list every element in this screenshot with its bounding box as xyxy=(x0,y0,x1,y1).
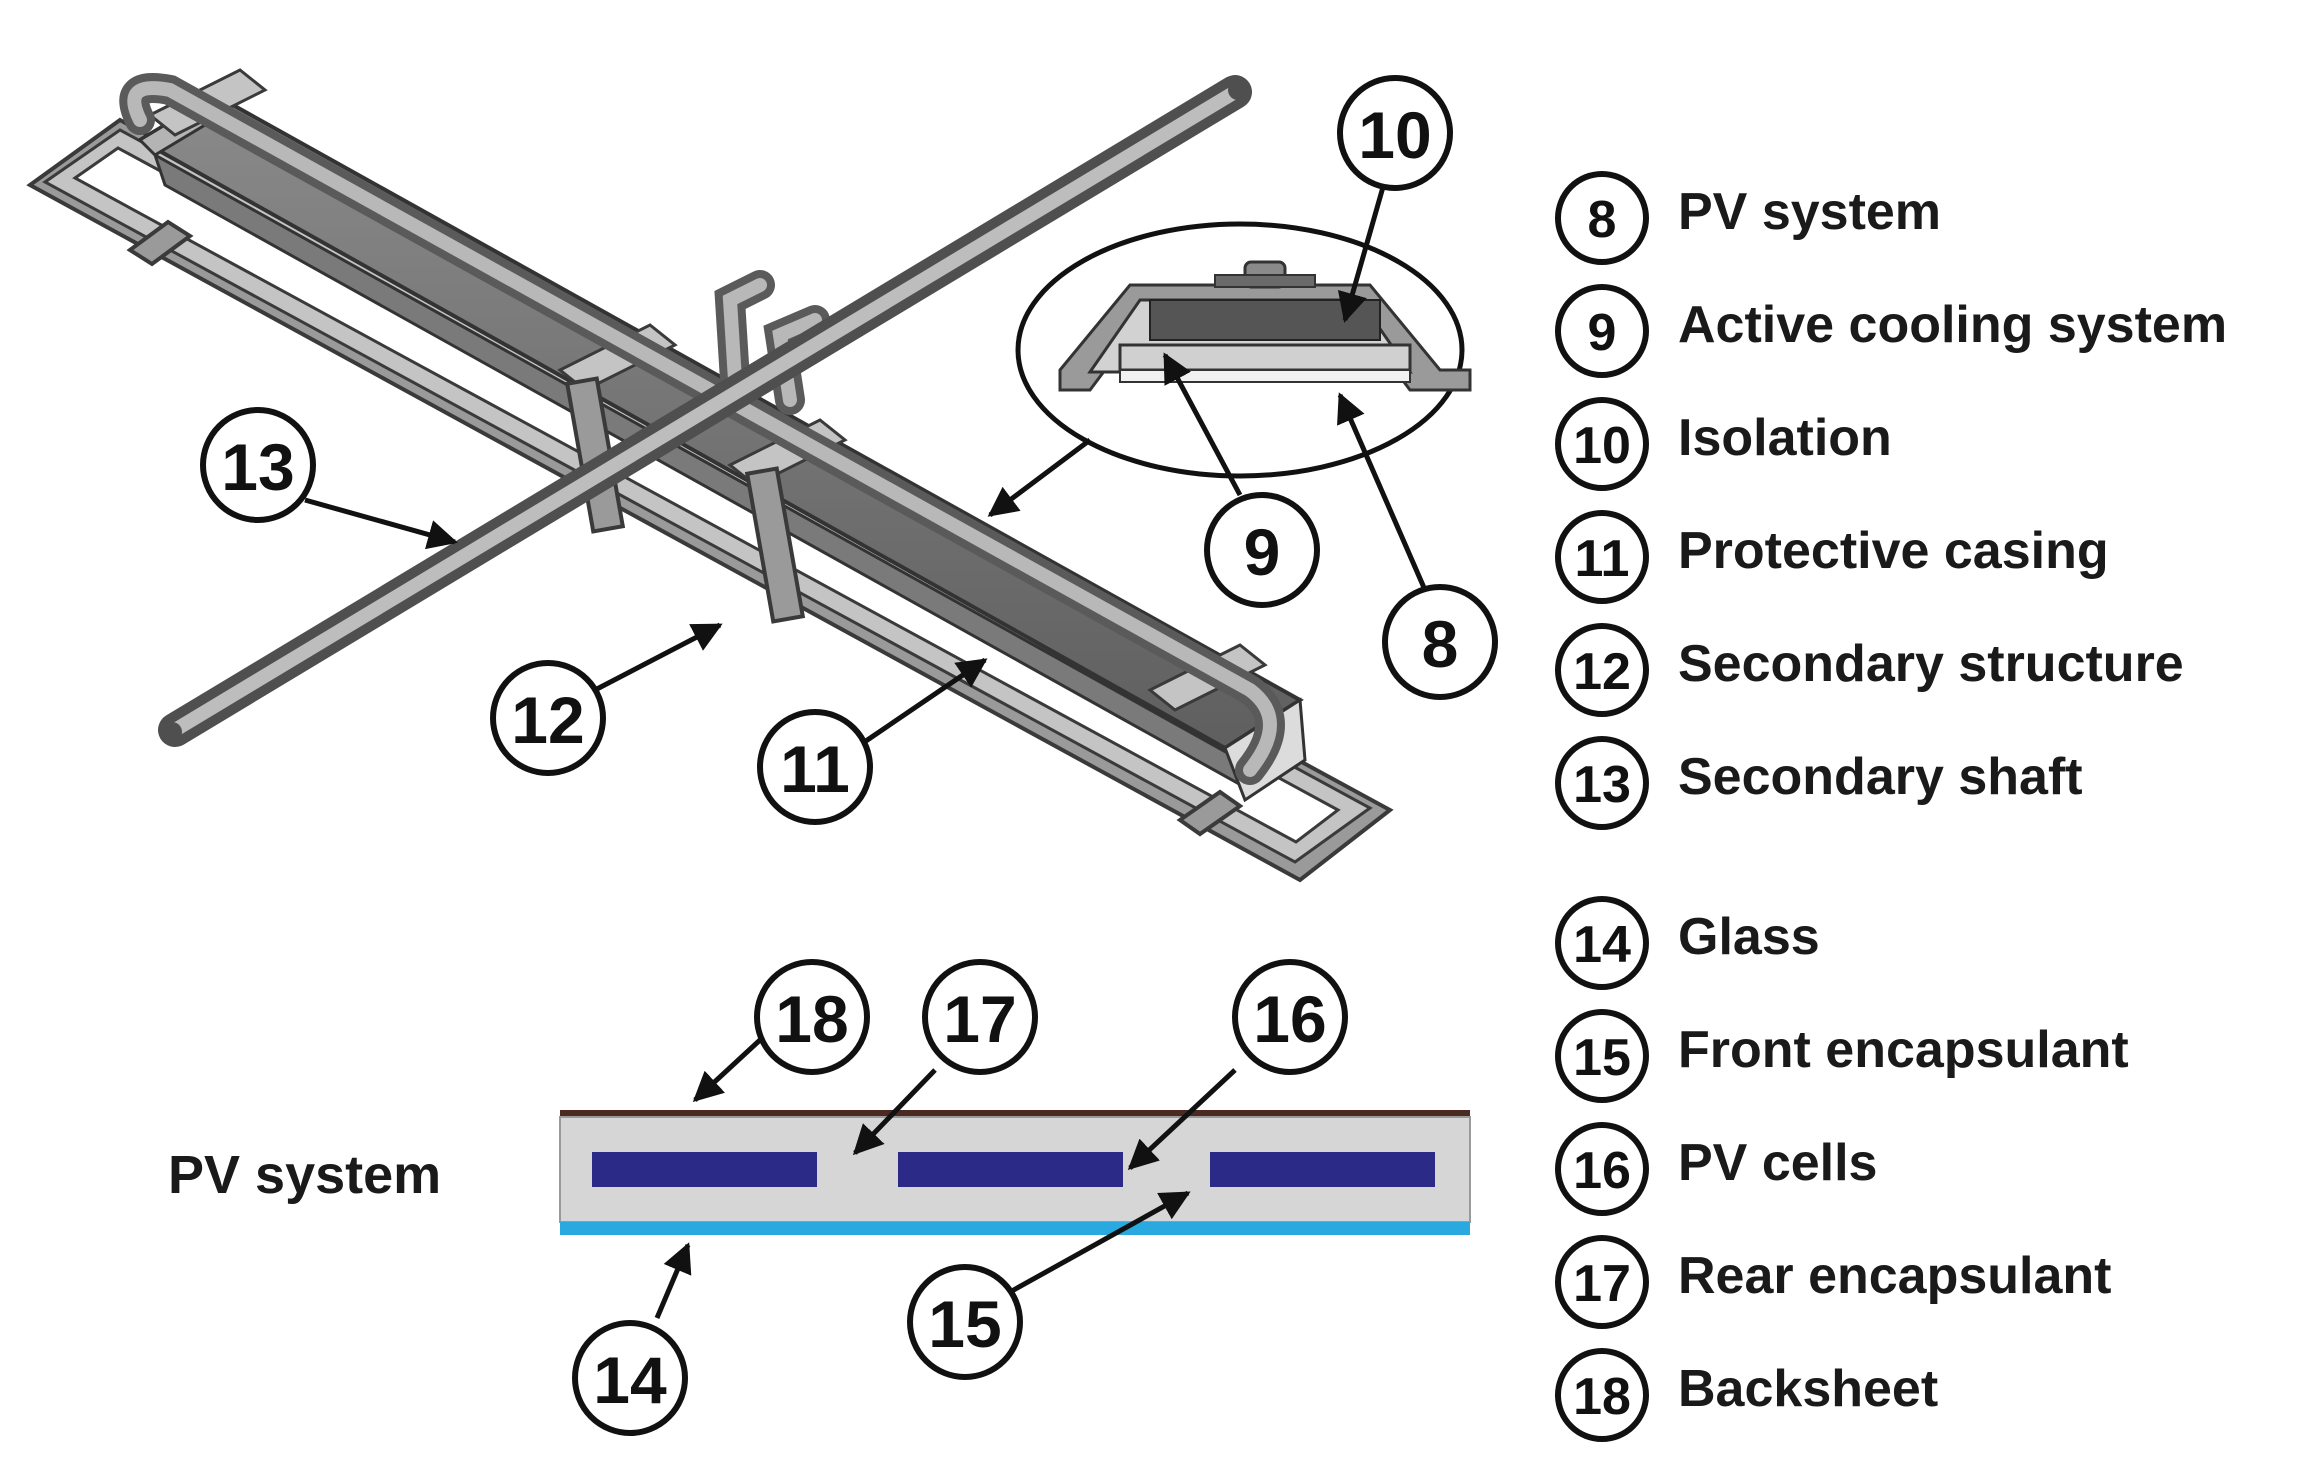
svg-text:15: 15 xyxy=(928,1287,1001,1361)
legend-label: Secondary structure xyxy=(1678,635,2184,693)
legend-entry: 9 Active cooling system xyxy=(1555,284,2227,378)
legend-label: Active cooling system xyxy=(1678,296,2227,354)
legend-label: Rear encapsulant xyxy=(1678,1247,2112,1305)
callout-11: 11 xyxy=(757,709,873,825)
svg-text:11: 11 xyxy=(780,732,850,806)
legend-label: Backsheet xyxy=(1678,1360,1938,1418)
glass-layer xyxy=(560,1222,1470,1235)
svg-text:18: 18 xyxy=(775,982,848,1056)
arrow-detail xyxy=(987,438,1092,517)
pv-system-label: PV system xyxy=(168,1145,441,1205)
legend-number-circle xyxy=(1555,284,1649,378)
legend-number: 12 xyxy=(1573,643,1631,701)
svg-text:9: 9 xyxy=(1244,515,1281,589)
legend-entry: 16 PV cells xyxy=(1555,1122,1877,1216)
arrow-12 xyxy=(593,622,723,693)
arrow-15 xyxy=(1008,1190,1191,1295)
arrow-10 xyxy=(1337,179,1388,323)
secondary-structure-frame xyxy=(26,117,1394,883)
svg-text:16: 16 xyxy=(1253,982,1326,1056)
callout-18: 18 xyxy=(754,959,870,1075)
legend-label: Glass xyxy=(1678,908,1820,966)
svg-text:13: 13 xyxy=(221,430,294,504)
legend-number-circle xyxy=(1555,397,1649,491)
backsheet-layer xyxy=(560,1110,1470,1117)
legend-number: 14 xyxy=(1573,916,1631,974)
legend-entry: 8 PV system xyxy=(1555,171,1941,265)
assembly-3d xyxy=(26,68,1394,883)
callout-13: 13 xyxy=(200,407,316,523)
arrow-9 xyxy=(1162,352,1243,497)
legend-entry: 12 Secondary structure xyxy=(1555,623,2184,717)
legend-number-circle xyxy=(1555,510,1649,604)
legend-number-circle xyxy=(1555,1235,1649,1329)
legend-entry: 13 Secondary shaft xyxy=(1555,736,2083,830)
legend-top: 8 PV system 9 Active cooling system 10 Isolat… xyxy=(1555,171,2227,830)
callout-17: 17 xyxy=(922,959,1038,1075)
legend-number: 11 xyxy=(1575,530,1630,588)
callout-10: 10 xyxy=(1337,75,1453,191)
legend-number-circle xyxy=(1555,1009,1649,1103)
legend-entry: 10 Isolation xyxy=(1555,397,1892,491)
legend-entry: 18 Backsheet xyxy=(1555,1348,1938,1442)
pv-layer-section xyxy=(559,1110,1471,1235)
legend-number: 16 xyxy=(1573,1142,1631,1200)
legend-entry: 15 Front encapsulant xyxy=(1555,1009,2129,1103)
legend-number: 18 xyxy=(1573,1368,1631,1426)
arrow-13 xyxy=(304,497,458,550)
svg-text:8: 8 xyxy=(1422,607,1459,681)
legend-label: Secondary shaft xyxy=(1678,748,2083,806)
svg-text:10: 10 xyxy=(1358,98,1431,172)
legend-number-circle xyxy=(1555,1348,1649,1442)
arrow-18 xyxy=(692,1038,762,1103)
pv-cell xyxy=(1210,1152,1435,1187)
legend-number: 13 xyxy=(1573,756,1631,814)
legend-number: 9 xyxy=(1588,304,1617,362)
legend-number: 10 xyxy=(1573,417,1631,475)
legend-number-circle xyxy=(1555,171,1649,265)
legend-bottom: 14 Glass 15 Front encapsulant 16 PV cells 17 Re… xyxy=(1555,896,2129,1442)
callout-8: 8 xyxy=(1382,584,1498,700)
svg-text:17: 17 xyxy=(943,982,1016,1056)
legend-entry: 11 Protective casing xyxy=(1555,510,2109,604)
legend-number-circle xyxy=(1555,623,1649,717)
arrow-16 xyxy=(1127,1068,1237,1171)
legend-label: Isolation xyxy=(1678,409,1892,467)
legend-label: Front encapsulant xyxy=(1678,1021,2129,1079)
legend-number: 15 xyxy=(1573,1029,1631,1087)
legend-number: 8 xyxy=(1588,191,1617,249)
section-detail xyxy=(1015,221,1472,479)
callout-15: 15 xyxy=(907,1264,1023,1380)
callout-14: 14 xyxy=(572,1320,688,1436)
legend-label: PV system xyxy=(1678,183,1941,241)
arrow-14 xyxy=(654,1242,692,1319)
legend-entry: 17 Rear encapsulant xyxy=(1555,1235,2112,1329)
legend-number-circle xyxy=(1555,896,1649,990)
legend-number: 17 xyxy=(1573,1255,1631,1313)
callout-9: 9 xyxy=(1204,492,1320,608)
arrow-11 xyxy=(858,657,988,748)
pv-cell xyxy=(898,1152,1123,1187)
svg-text:14: 14 xyxy=(593,1343,667,1417)
legend-label: PV cells xyxy=(1678,1134,1877,1192)
callout-12: 12 xyxy=(490,660,606,776)
callout-16: 16 xyxy=(1232,959,1348,1075)
arrow-17 xyxy=(852,1068,937,1156)
legend-label: Protective casing xyxy=(1678,522,2109,580)
svg-text:12: 12 xyxy=(511,683,584,757)
arrow-8 xyxy=(1337,392,1428,591)
pv-cell xyxy=(592,1152,817,1187)
legend-number-circle xyxy=(1555,1122,1649,1216)
legend-number-circle xyxy=(1555,736,1649,830)
legend-entry: 14 Glass xyxy=(1555,896,1820,990)
secondary-shaft xyxy=(158,75,1252,747)
